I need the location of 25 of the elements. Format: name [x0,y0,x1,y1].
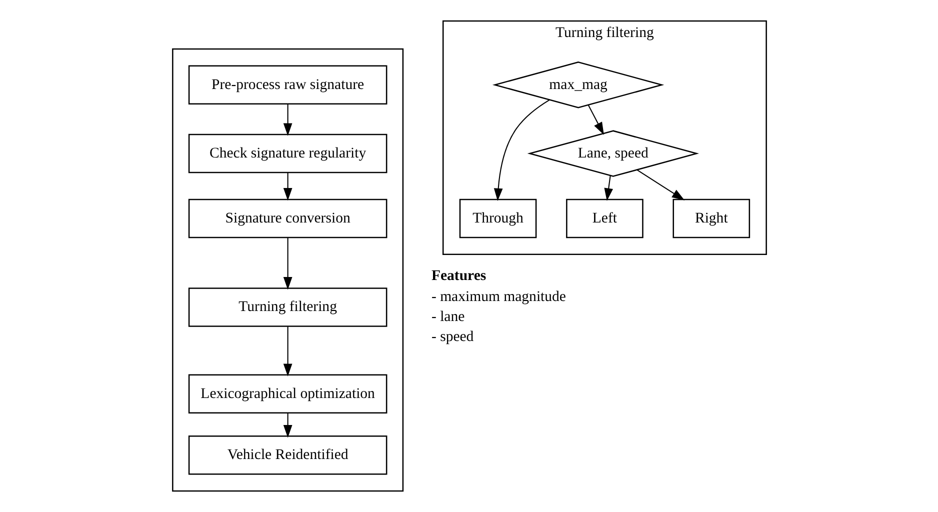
node-box: Left [566,198,643,238]
node-box: Vehicle Reidentified [188,435,387,475]
label: - maximum magnitude [430,289,566,306]
arrow [587,104,604,135]
arrow [282,412,292,438]
arrow [282,104,292,136]
node-box: Lexicographical optimization [188,374,387,414]
node-box: Check signature regularity [188,134,387,174]
node-box: Pre-process raw signature [188,65,387,105]
arrow [282,172,292,201]
arrow [282,326,292,376]
arrow [493,99,550,201]
node-box: Turning filtering [188,288,387,327]
arrow [636,169,684,200]
arrow [282,238,292,290]
node-box: Right [672,198,750,238]
label: - speed [430,329,474,346]
cluster [172,48,404,492]
node-box: Through [458,198,536,238]
node-diamond: max_mag [492,62,664,108]
node-box: Signature conversion [188,198,387,238]
label: Features [430,268,486,284]
arrow [604,175,613,201]
node-diamond: Lane, speed [526,130,699,177]
label: - lane [430,309,464,326]
